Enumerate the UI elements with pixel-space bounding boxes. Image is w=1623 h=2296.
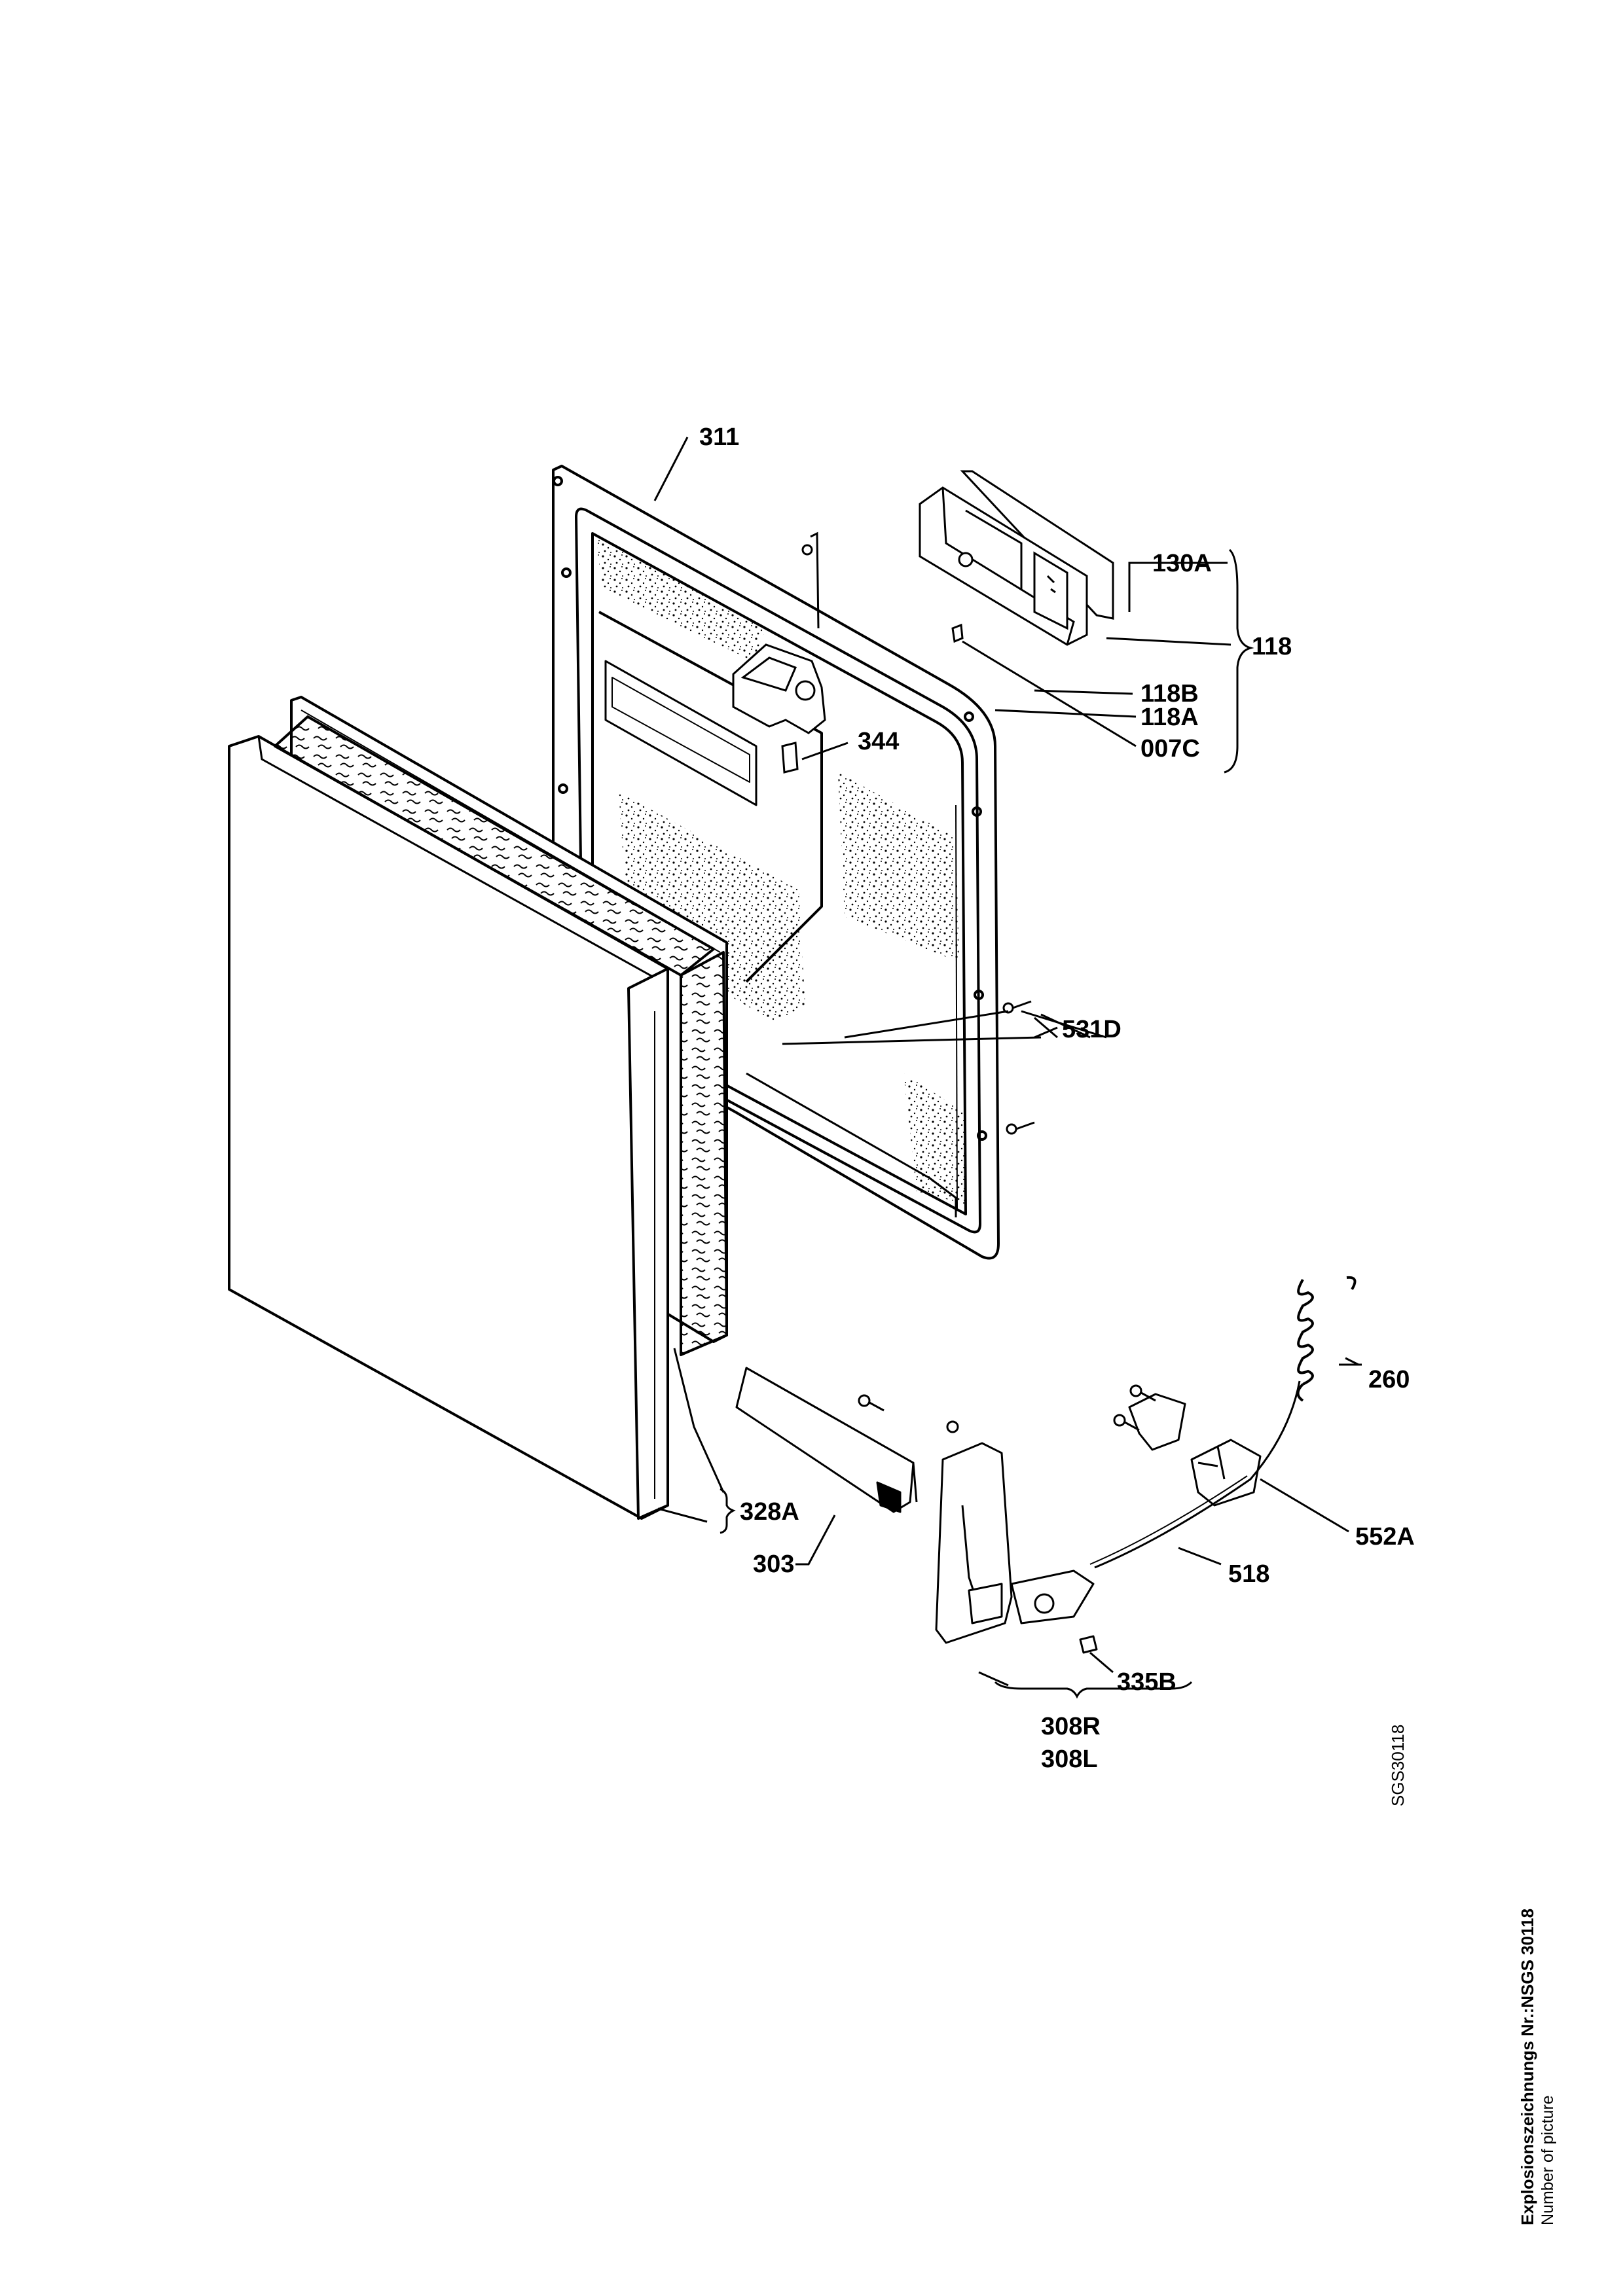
label-308R: 308R: [1041, 1713, 1101, 1740]
footer-subtitle: Number of picture: [1539, 2095, 1558, 2225]
label-552A: 552A: [1355, 1523, 1415, 1551]
hinge-assembly: [735, 1367, 1301, 1654]
label-531D: 531D: [1062, 1016, 1122, 1043]
leader-lines: [653, 437, 1362, 1699]
label-118: 118: [1252, 633, 1292, 660]
outer-door: [228, 696, 728, 1520]
detergent-dispenser: [919, 470, 1114, 646]
label-118B: 118B: [1140, 680, 1199, 708]
label-518: 518: [1228, 1560, 1269, 1588]
drawing-code: SGS30118: [1388, 1724, 1408, 1806]
label-335B: 335B: [1117, 1668, 1176, 1696]
label-328A: 328A: [740, 1498, 799, 1526]
insulation-speckle: [596, 537, 966, 1204]
footer-title: Explosionszeichnungs Nr.:NSGS 30118: [1518, 1908, 1537, 2225]
label-308L: 308L: [1041, 1746, 1098, 1773]
screws: [801, 544, 1156, 1433]
part-labels: 311 130A 118 118B 118A 007C 344 531D 260…: [699, 423, 1415, 1773]
label-007C: 007C: [1140, 735, 1200, 762]
label-260: 260: [1368, 1366, 1410, 1393]
label-344: 344: [858, 728, 899, 755]
label-303: 303: [753, 1551, 794, 1578]
door-spring: [1296, 1276, 1357, 1402]
label-118A: 118A: [1140, 704, 1199, 731]
label-130A: 130A: [1152, 550, 1212, 577]
footer-block: Explosionszeichnungs Nr.:NSGS 30118 Numb…: [1518, 1909, 1558, 2225]
label-311: 311: [699, 423, 739, 451]
door-latch: [732, 531, 826, 774]
